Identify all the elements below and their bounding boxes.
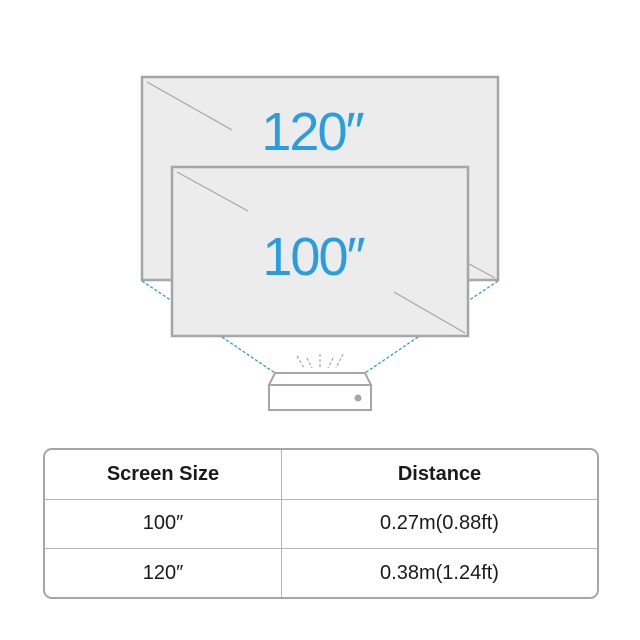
table-row: 120″ 0.38m(1.24ft) bbox=[45, 549, 597, 597]
cell-distance: 0.38m(1.24ft) bbox=[380, 561, 499, 584]
header-screen-size: Screen Size bbox=[45, 450, 282, 500]
large-screen-label: 120″ bbox=[261, 102, 364, 162]
light-rays-icon bbox=[296, 353, 344, 369]
table-header-row: Screen Size Distance bbox=[45, 450, 597, 500]
projection-lines-small bbox=[221, 336, 419, 374]
small-screen-label: 100″ bbox=[262, 227, 365, 287]
table-row: 100″ 0.27m(0.88ft) bbox=[45, 499, 597, 550]
small-screen: 100″ bbox=[170, 165, 470, 338]
throw-distance-table: Screen Size Distance 100″ 0.27m(0.88ft) … bbox=[43, 448, 599, 599]
projection-lines-large bbox=[141, 280, 499, 302]
cell-screen-size: 120″ bbox=[45, 549, 282, 597]
projector-icon bbox=[267, 372, 373, 411]
header-distance: Distance bbox=[282, 450, 597, 500]
throw-distance-diagram: 120″ 100″ bbox=[140, 75, 500, 411]
cell-screen-size: 100″ bbox=[45, 499, 282, 550]
cell-distance: 0.27m(0.88ft) bbox=[282, 500, 597, 550]
